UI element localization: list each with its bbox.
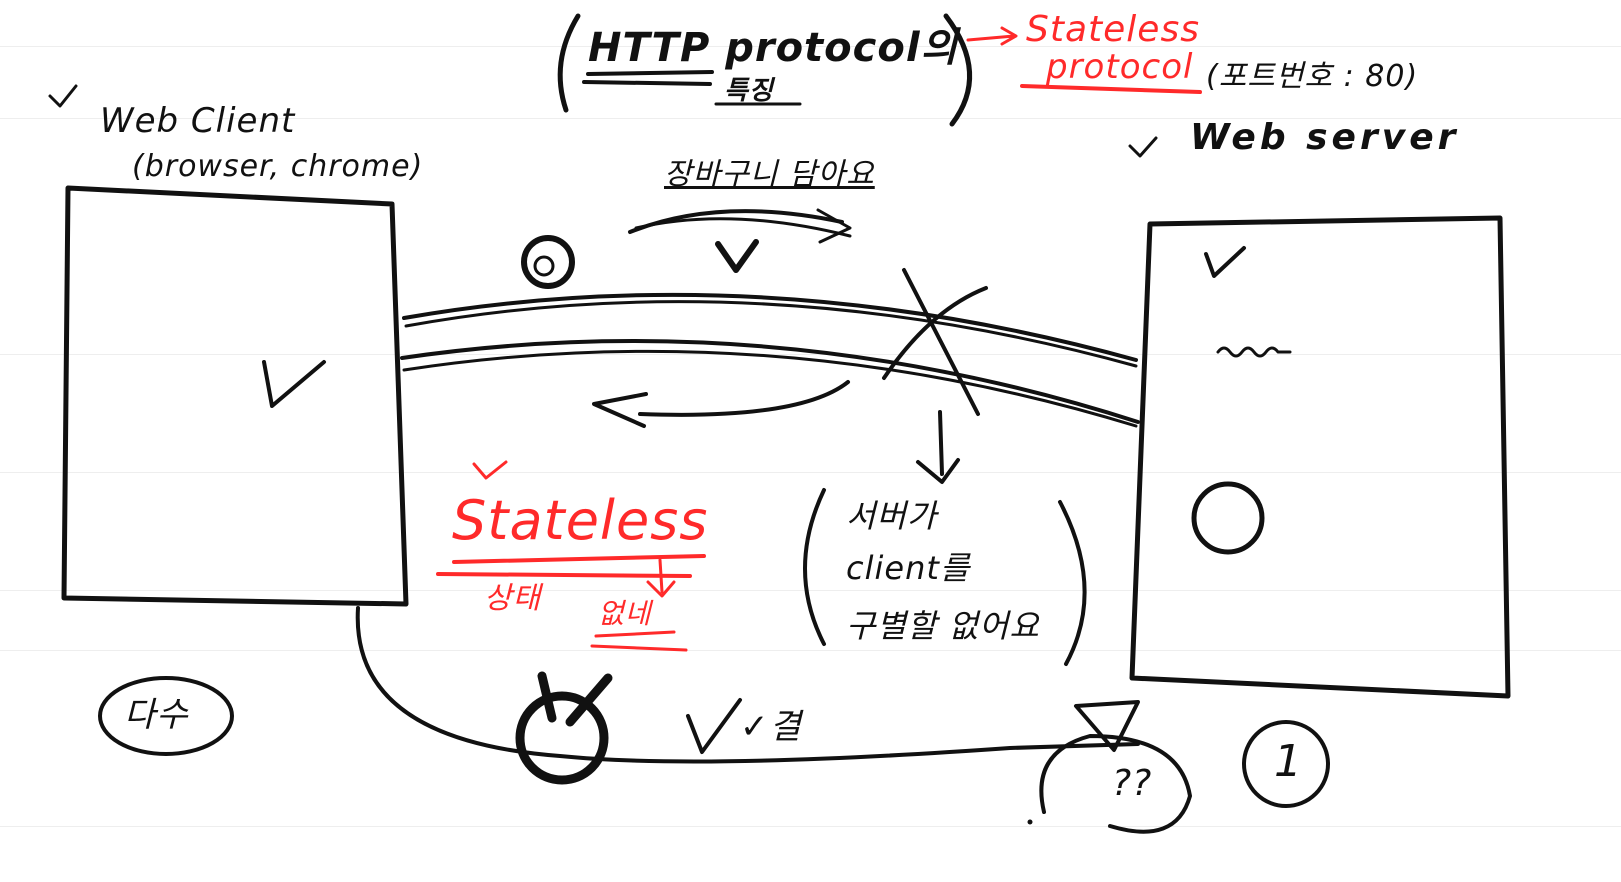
title-left-paren [557,13,581,113]
request-label: 장바구니 담아요 [664,157,875,192]
web-client-sub-label: (browser, chrome) [132,149,424,184]
stateless-red-checkmark-icon [472,460,508,480]
server-note-line3: 구별할 없어요 [846,607,1040,645]
connection-knot-icon [515,691,609,785]
page-title-line2: 특징 [724,76,774,106]
stateless-red-underline [436,554,706,578]
wave-icon [1216,346,1292,358]
request-arrowhead [816,208,852,244]
server-note-line1: 서버가 [846,497,938,535]
connection-circle-icon [521,235,575,289]
client-count-label: 다수 [124,695,189,735]
server-count-label: 1 [1274,736,1303,787]
arrow-down-icon [916,410,960,484]
request-line-4 [402,349,1138,428]
response-arrowhead [592,392,648,428]
connection-label: ✓결 [740,707,802,747]
client-box-checkmark-icon [262,360,326,408]
server-label-checkmark-icon [1128,136,1158,158]
page-title: HTTP protocol의 [588,25,959,71]
request-line-3 [400,339,1140,424]
protocol-label: protocol [1046,47,1194,87]
connection-checkmark-icon [686,698,742,754]
stateless-title: Stateless [452,489,709,552]
request-line-1 [402,292,1138,362]
stateless-red-arrow-down-icon [646,558,676,598]
stateless-red-underline-2 [590,630,688,652]
client-count-ellipse [98,676,234,756]
title-underline [582,70,714,86]
request-line-2 [404,300,1138,368]
question-loop [1039,734,1192,834]
response-arrow-icon [638,380,850,417]
request-checkmark-icon [715,239,759,273]
title-right-paren [943,13,972,127]
server-triangle-icon [1074,700,1140,752]
connection-circle-inner-icon [533,255,555,277]
web-client-label: Web Client [100,101,296,141]
server-note-right-paren [1058,500,1087,666]
server-box [1129,215,1511,699]
connection-line [355,606,1140,764]
client-checkmark-icon [48,84,78,108]
server-note-left-paren [803,488,826,646]
web-server-label: Web server [1190,117,1460,158]
stateless-protocol-label: Stateless [1026,9,1200,50]
cross-mark-icon [882,268,988,416]
client-box [61,185,409,607]
stateless-kr-state: 상태 [484,581,542,616]
server-count-circle [1242,720,1330,808]
server-box-checkmark-icon [1204,246,1246,278]
protocol-red-underline [1020,84,1202,94]
port-number-label: (포트번호 : 80) [1206,59,1419,94]
stateless-kr-none: 없네 [598,597,652,630]
server-circle-icon [1191,481,1265,555]
question-label: ?? [1112,763,1153,804]
red-arrow-icon [966,26,1018,46]
server-note-line2: client를 [846,549,971,587]
